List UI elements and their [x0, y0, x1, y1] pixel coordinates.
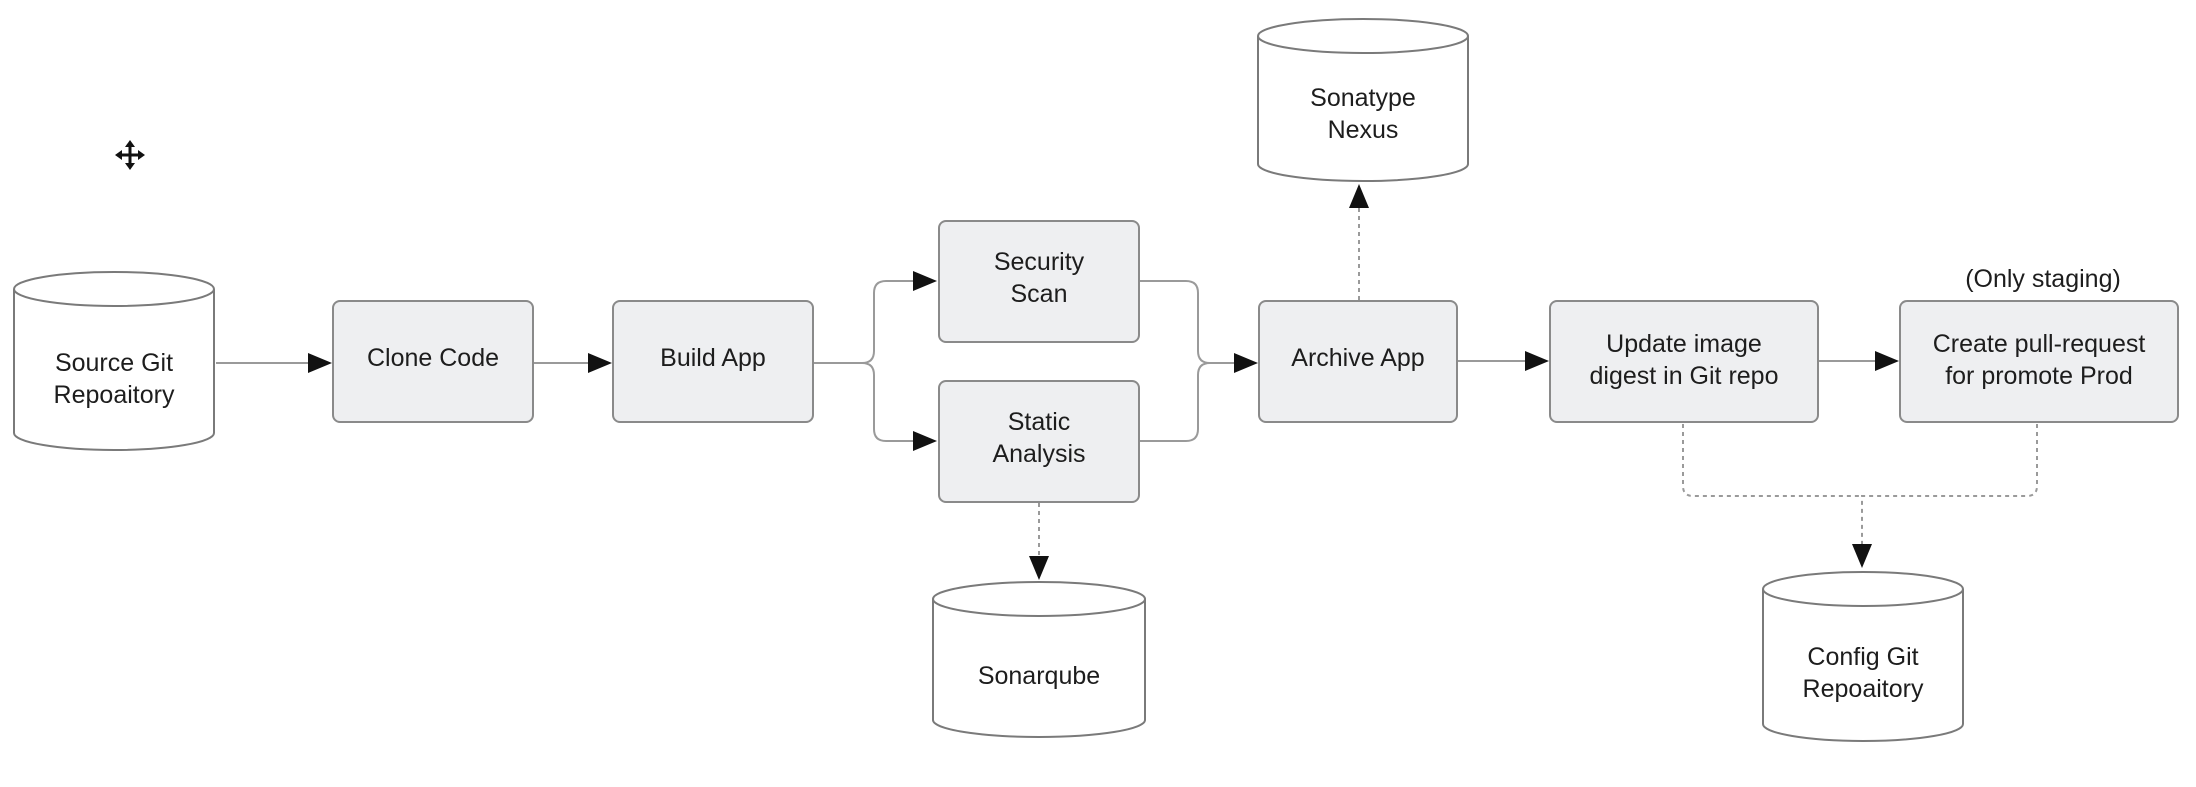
build-app-label: Build App	[660, 344, 766, 372]
source-repo-label-line2: Repoaitory	[54, 381, 175, 409]
static-analysis-label-line2: Analysis	[992, 440, 1085, 468]
config-repo-label-line2: Repoaitory	[1803, 675, 1924, 703]
clone-code-node[interactable]: Clone Code	[332, 300, 534, 423]
build-app-node[interactable]: Build App	[612, 300, 814, 423]
archive-app-node[interactable]: Archive App	[1258, 300, 1458, 423]
config-repo-cylinder[interactable]: Config Git Repoaitory	[1762, 571, 1964, 742]
sonatype-nexus-label-line2: Nexus	[1328, 116, 1399, 144]
arrowhead	[1875, 351, 1899, 371]
sonarqube-cylinder[interactable]: Sonarqube	[932, 581, 1146, 738]
arrowhead	[1349, 184, 1369, 208]
arrowhead	[913, 271, 937, 291]
update-digest-label-line1: Update image	[1606, 330, 1762, 358]
archive-app-label: Archive App	[1291, 344, 1424, 372]
static-analysis-label-line1: Static	[1008, 408, 1071, 436]
edge-build-to-static	[861, 362, 914, 442]
create-pr-label-line1: Create pull-request	[1933, 330, 2146, 358]
arrowhead	[1234, 353, 1258, 373]
edge-pr-to-config	[1861, 424, 2038, 544]
edges	[216, 184, 2038, 580]
create-pr-label-line2: for promote Prod	[1945, 362, 2133, 390]
arrowhead	[1852, 544, 1872, 568]
arrowhead	[913, 431, 937, 451]
sonatype-nexus-label-line1: Sonatype	[1310, 84, 1416, 112]
arrowhead	[588, 353, 612, 373]
security-scan-label-line1: Security	[994, 248, 1085, 276]
config-repo-label-line1: Config Git	[1807, 643, 1918, 671]
only-staging-annotation: (Only staging)	[1965, 265, 2121, 293]
update-digest-node[interactable]: Update image digest in Git repo	[1549, 300, 1819, 423]
source-repo-label-line1: Source Git	[55, 349, 173, 377]
source-repo-cylinder[interactable]: Source Git Repoaitory	[13, 271, 215, 451]
clone-code-label: Clone Code	[367, 344, 499, 372]
create-pr-node[interactable]: Create pull-request for promote Prod	[1899, 300, 2179, 423]
sonarqube-label: Sonarqube	[978, 662, 1100, 690]
arrowhead	[308, 353, 332, 373]
security-scan-label-line2: Scan	[1011, 280, 1068, 308]
static-analysis-node[interactable]: Static Analysis	[938, 380, 1140, 503]
arrowhead	[1525, 351, 1549, 371]
security-scan-node[interactable]: Security Scan	[938, 220, 1140, 343]
sonatype-nexus-cylinder[interactable]: Sonatype Nexus	[1257, 18, 1469, 182]
edge-static-to-archive	[1140, 362, 1211, 442]
move-handle-icon[interactable]	[115, 140, 145, 170]
edge-security-to-archive	[1140, 280, 1236, 364]
arrowhead	[1029, 556, 1049, 580]
update-digest-label-line2: digest in Git repo	[1590, 362, 1779, 390]
edge-build-to-security	[813, 280, 914, 364]
edge-update-to-config	[1682, 424, 1862, 497]
